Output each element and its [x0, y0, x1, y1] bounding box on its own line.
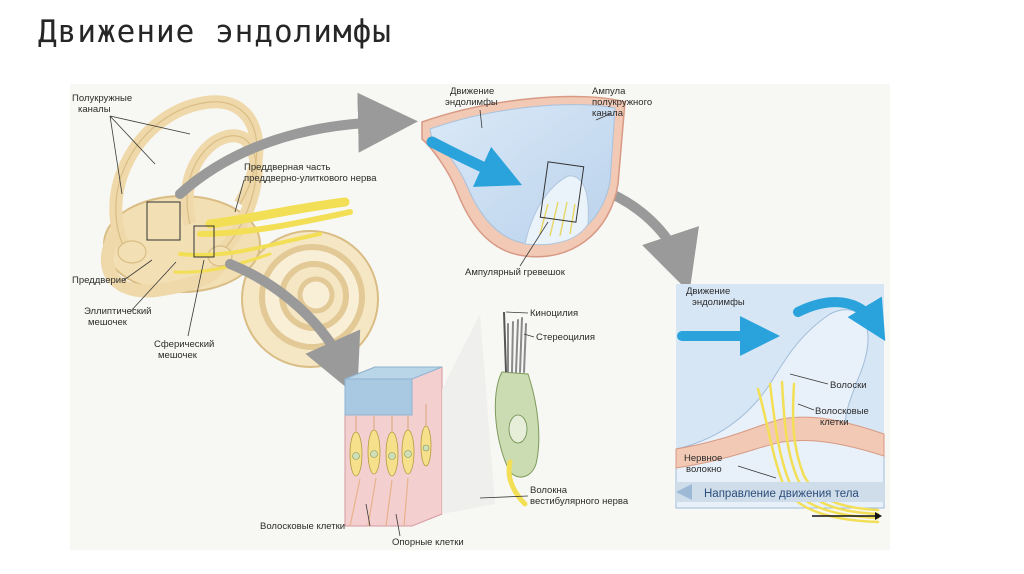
label-hair-cells-right: Волосковые клетки	[815, 406, 871, 428]
label-body-direction: Направление движения тела	[704, 488, 859, 500]
focus-box-crest	[539, 161, 585, 223]
cochlea	[241, 230, 379, 368]
label-saccule: Сферический мешочек	[154, 339, 217, 361]
label-endolymph-movement-1: Движение эндолимфы	[445, 86, 498, 108]
label-utricle: Эллиптический мешочек	[84, 306, 154, 328]
arrow-to-ampulla	[175, 92, 418, 199]
ampulla-section	[421, 95, 626, 258]
label-nerve-fiber: Нервное волокно	[684, 453, 725, 475]
label-stereocilia: Стереоцилия	[536, 332, 595, 343]
label-kinocilium: Киноцилия	[530, 308, 578, 319]
focus-box-ampulla	[146, 201, 181, 241]
label-supporting-cells: Опорные клетки	[392, 537, 464, 548]
label-hairs: Волоски	[830, 380, 867, 391]
label-vestibular-nerve-part: Преддверная часть преддверно-улиткового …	[244, 162, 377, 184]
endolymph-figure: Полукружные каналы Преддверная часть пре…	[70, 84, 890, 550]
label-ampullary-crest: Ампулярный гревешок	[465, 267, 566, 278]
page-title: Движение эндолимфы	[38, 14, 392, 50]
label-vestibular-nerve-fibers: Волокна вестибулярного нерва	[530, 485, 629, 507]
crest-detail-panel	[675, 284, 886, 524]
arrow-to-hair-cells	[225, 259, 361, 397]
label-semicircular-canals: Полукружные каналы	[72, 93, 135, 115]
flow-arrow-crest-top	[793, 296, 886, 342]
flow-arrow-ampulla	[426, 136, 523, 187]
focus-box-utricle	[193, 225, 215, 258]
vestibular-nerve	[173, 197, 353, 274]
label-endolymph-movement-2: Движение эндолимфы	[686, 286, 745, 308]
label-ampulla: Ампула полукружного канала	[592, 86, 655, 119]
hair-cell-block	[344, 366, 443, 527]
label-vestibule: Преддверие	[72, 275, 126, 286]
label-hair-cells-bottom: Волосковые клетки	[260, 521, 345, 532]
single-hair-cell	[442, 311, 540, 514]
kinocilium	[503, 311, 507, 373]
